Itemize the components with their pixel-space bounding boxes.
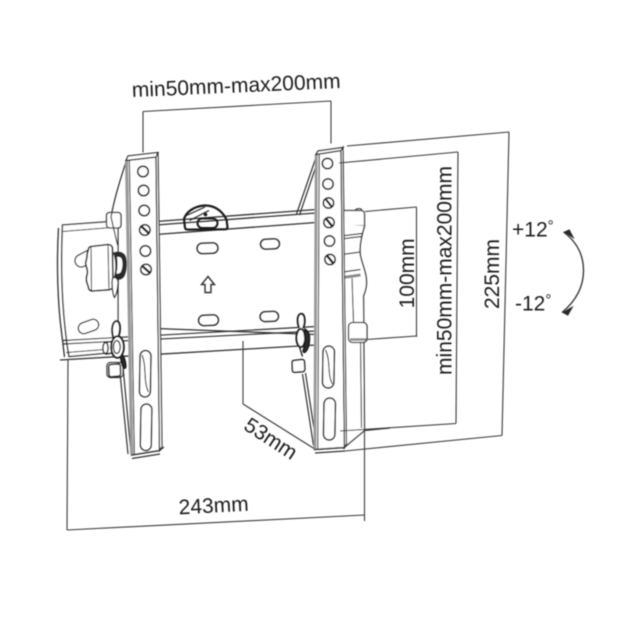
svg-text:+12°: +12° [512,218,554,242]
svg-text:225mm: 225mm [481,239,504,309]
svg-text:min50mm-max200mm: min50mm-max200mm [434,166,457,375]
svg-text:243mm: 243mm [178,493,249,520]
svg-text:100mm: 100mm [396,238,419,308]
svg-text:-12°: -12° [515,292,551,316]
